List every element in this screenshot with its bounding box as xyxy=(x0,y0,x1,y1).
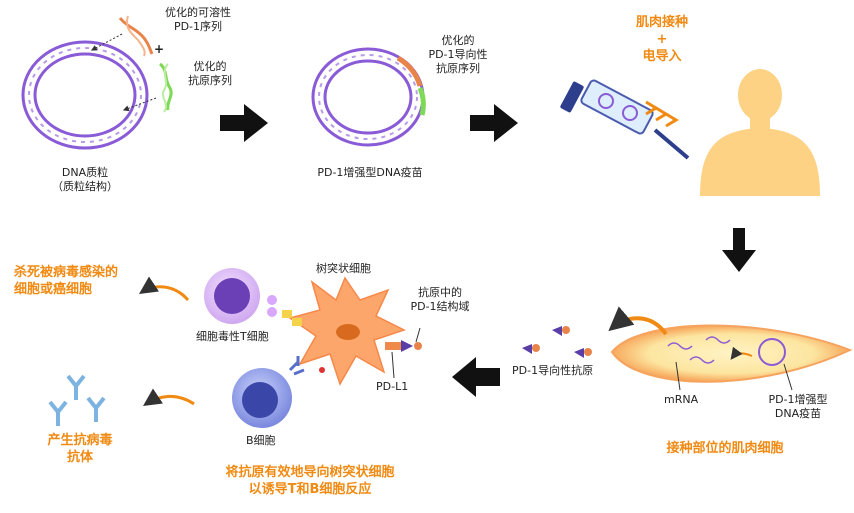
injection-chevrons-icon xyxy=(645,100,679,128)
step-arrow-2 xyxy=(470,104,518,142)
antigen-insert-arrow xyxy=(122,97,157,112)
plus-sign: + xyxy=(154,42,164,56)
recombinant-label-line3: 抗原序列 xyxy=(436,62,480,75)
injection-label-line1: 肌肉接种 xyxy=(635,15,688,30)
dna-plasmid-icon xyxy=(21,40,149,150)
immune-caption: 将抗原有效地导向树突状细胞 以诱导T和B细胞反应 xyxy=(190,464,430,498)
antigen-label: PD-1导向性抗原 xyxy=(512,364,594,377)
antibody-label-line1: 产生抗病毒 xyxy=(47,433,113,448)
b-cell-icon xyxy=(232,356,325,428)
pdl1-receptor-icon xyxy=(385,327,422,379)
kill-arrow xyxy=(139,276,190,302)
muscle-vaccine-label-line1: PD-1增强型 xyxy=(768,393,828,406)
antigen-release-arrow xyxy=(608,306,668,336)
pd1-domain-label-line2: PD-1结构域 xyxy=(410,300,470,313)
step-arrow-3 xyxy=(722,228,756,272)
kill-label: 杀死被病毒感染的 细胞或癌细胞 xyxy=(14,264,118,298)
dendritic-cell-label: 树突状细胞 xyxy=(316,262,371,275)
antibody-arrow xyxy=(143,388,195,406)
pdl1-label: PD-L1 xyxy=(376,380,409,393)
pd1-insert-icon xyxy=(118,15,154,57)
pd1-domain-label: 抗原中的 PD-1结构域 xyxy=(400,286,480,314)
muscle-vaccine-label-line2: DNA疫苗 xyxy=(774,407,822,420)
pd1-insert-label-line1: 优化的可溶性 xyxy=(165,6,231,19)
b-cell-label: B细胞 xyxy=(246,434,276,447)
pd1-insert-arrow xyxy=(90,33,123,51)
recombinant-insert-label: 优化的 PD-1导向性 抗原序列 xyxy=(418,34,498,76)
kill-label-line1: 杀死被病毒感染的 xyxy=(14,265,119,280)
pd1-insert-label: 优化的可溶性 PD-1序列 xyxy=(158,6,238,34)
person-silhouette-icon xyxy=(700,69,820,196)
antigen-insert-label-line2: 抗原序列 xyxy=(188,74,232,87)
muscle-cell-icon xyxy=(610,324,853,391)
plasmid-label-main: DNA质粒 xyxy=(61,166,109,179)
t-cell-icon xyxy=(204,268,302,326)
muscle-vaccine-label: PD-1增强型 DNA疫苗 xyxy=(758,393,838,421)
injection-label: 肌肉接种 + 电导入 xyxy=(622,14,702,65)
antigen-insert-label-line1: 优化的 xyxy=(193,60,227,73)
recombinant-label-line1: 优化的 xyxy=(441,34,475,47)
pd1-insert-label-line2: PD-1序列 xyxy=(173,20,223,33)
injection-label-line3: 电导入 xyxy=(642,49,682,64)
antigen-insert-label: 优化的 抗原序列 xyxy=(180,60,240,88)
antibody-icon xyxy=(48,374,106,426)
immune-caption-line1: 将抗原有效地导向树突状细胞 xyxy=(225,465,395,480)
vaccine-label: PD-1增强型DNA疫苗 xyxy=(317,166,423,179)
plasmid-label-sub: （质粒结构） xyxy=(52,180,118,193)
immune-caption-line2: 以诱导T和B细胞反应 xyxy=(248,482,372,497)
step-arrow-4 xyxy=(452,357,500,397)
injection-label-line2: + xyxy=(656,32,668,47)
antibody-label: 产生抗病毒 抗体 xyxy=(30,432,130,466)
mrna-label: mRNA xyxy=(664,393,699,406)
plasmid-label: DNA质粒 （质粒结构） xyxy=(40,166,130,194)
recombinant-plasmid-icon xyxy=(311,47,426,147)
dendritic-cell-icon xyxy=(288,276,406,386)
kill-label-line2: 细胞或癌细胞 xyxy=(14,282,93,297)
pd1-domain-label-line1: 抗原中的 xyxy=(418,286,462,299)
muscle-caption: 接种部位的肌肉细胞 xyxy=(666,441,784,456)
pd1-antigen-icon xyxy=(522,326,592,358)
syringe-icon xyxy=(560,79,690,160)
t-cell-label: 细胞毒性T细胞 xyxy=(196,330,269,343)
antigen-insert-icon xyxy=(158,62,173,113)
step-arrow-1 xyxy=(220,104,268,142)
recombinant-label-line2: PD-1导向性 xyxy=(428,48,488,61)
antibody-label-line2: 抗体 xyxy=(66,450,93,465)
